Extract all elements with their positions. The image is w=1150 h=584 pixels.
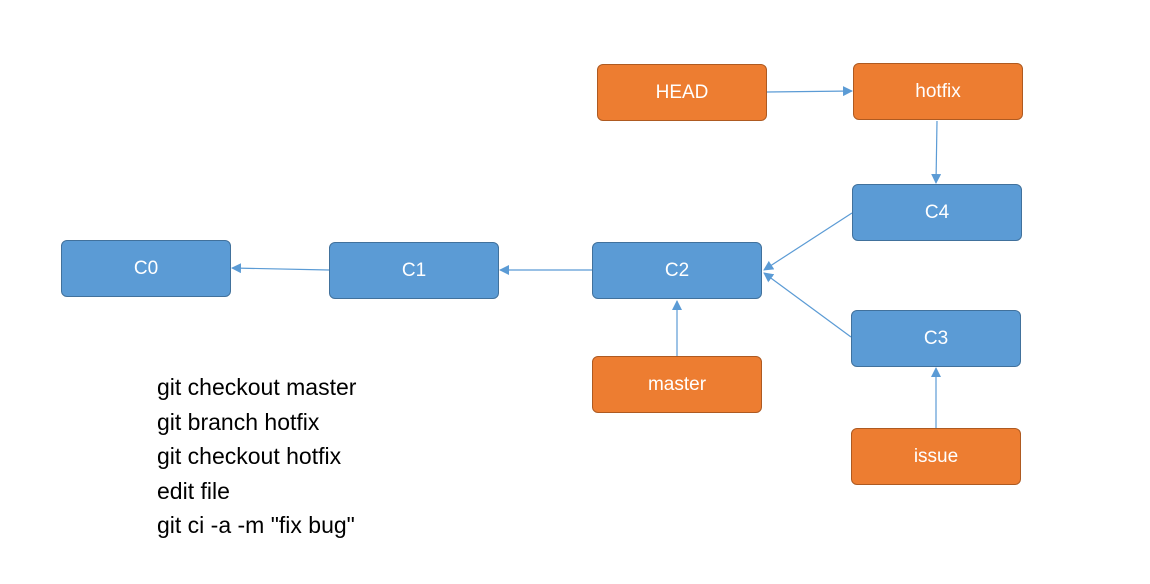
ref-label-master: master [647,373,707,395]
ref-label-issue: issue [913,445,959,467]
commit-node-c3: C3 [851,310,1021,367]
arrow-c4-to-c2 [763,212,853,271]
command-line: git checkout hotfix [157,443,342,469]
commit-node-c2: C2 [592,242,762,299]
ref-node-master: master [592,356,762,413]
commit-label-c3: C3 [923,327,949,349]
commit-label-c1: C1 [401,259,427,281]
ref-label-hotfix: hotfix [915,80,961,102]
arrow-c3-to-c2 [763,272,852,338]
ref-node-issue: issue [851,428,1021,485]
arrow-hotfix-to-c4 [931,120,942,184]
command-line: git checkout master [157,374,357,400]
commit-label-c2: C2 [664,259,690,281]
commit-label-c0: C0 [133,257,159,279]
arrow-c1-to-c0 [231,263,330,274]
command-list: git checkout master git branch hotfix gi… [157,370,356,543]
command-line: git ci -a -m "fix bug" [157,512,355,538]
ref-label-head: HEAD [655,81,709,103]
command-line: edit file [157,477,230,504]
command-line: git branch hotfix [157,408,320,435]
commit-node-c0: C0 [61,240,231,297]
commit-label-c4: C4 [924,201,950,223]
arrow-head-to-hotfix [766,86,853,97]
commit-node-c4: C4 [852,184,1022,241]
ref-node-hotfix: hotfix [853,63,1023,120]
ref-node-head: HEAD [597,64,767,121]
commit-node-c1: C1 [329,242,499,299]
